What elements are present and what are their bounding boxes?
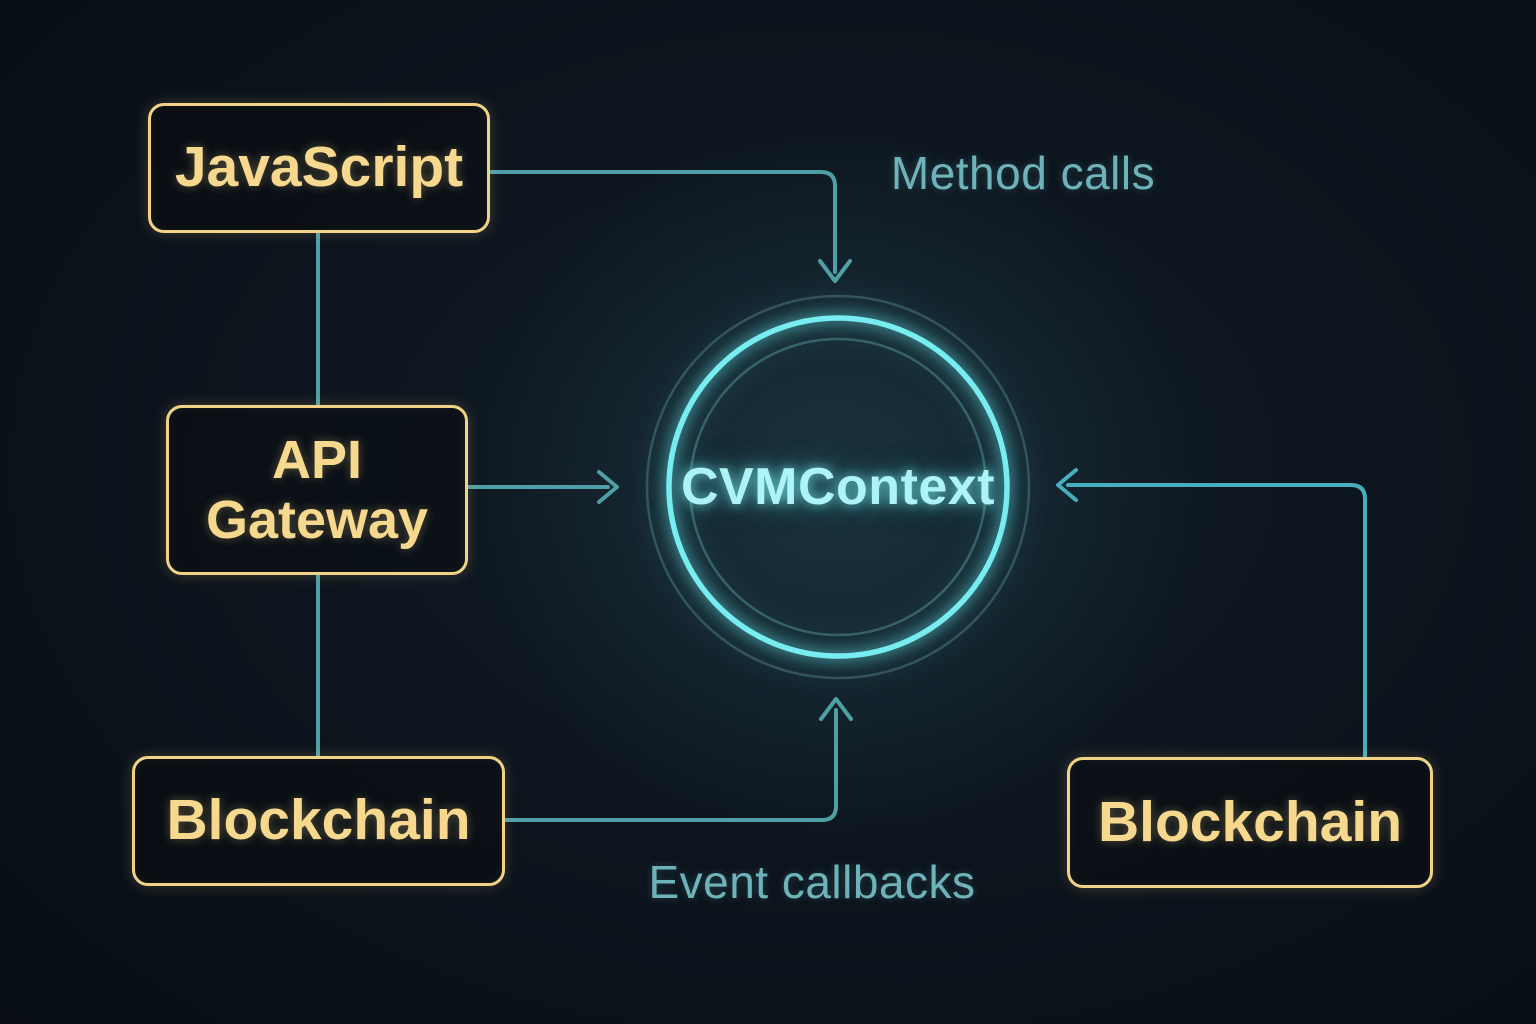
arrowhead-up-icon xyxy=(819,697,853,721)
arrowhead-left-icon xyxy=(1056,468,1078,502)
cvmcontext-node: CVMContext xyxy=(638,287,1038,687)
inner-faint-ring xyxy=(688,337,988,637)
cvmcontext-label: CVMContext xyxy=(680,458,996,516)
blockchain-right-label: Blockchain xyxy=(1097,789,1403,854)
blockchain-right-node: Blockchain xyxy=(1067,757,1433,888)
bright-ring xyxy=(666,315,1010,659)
api-gateway-label: API Gateway xyxy=(205,429,429,550)
outer-faint-ring xyxy=(645,294,1031,680)
javascript-label: JavaScript xyxy=(174,135,464,200)
edge-blockchainright-cvmcontext xyxy=(1066,483,1367,758)
cvmcontext-ring xyxy=(645,294,1031,680)
edge-javascript-cvmcontext xyxy=(489,170,837,274)
edge-blockchain-cvmcontext-bottom xyxy=(504,708,838,822)
arrowhead-down-icon xyxy=(818,259,852,283)
api-gateway-node: API Gateway xyxy=(166,405,468,575)
javascript-node: JavaScript xyxy=(148,103,490,233)
event-callbacks-label: Event callbacks xyxy=(648,856,976,908)
blockchain-left-node: Blockchain xyxy=(132,756,505,886)
blockchain-left-label: Blockchain xyxy=(166,788,471,853)
arrowhead-right-icon xyxy=(597,470,619,504)
method-calls-label: Method calls xyxy=(890,147,1156,199)
